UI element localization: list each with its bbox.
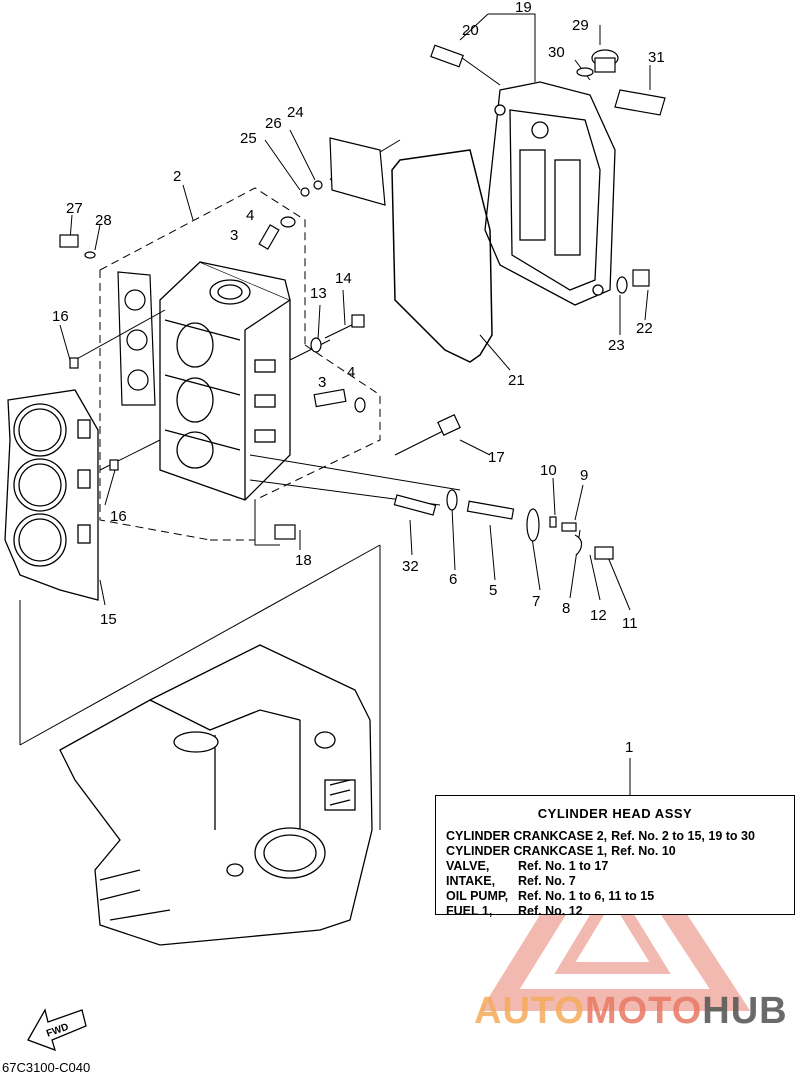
callout-21: 21 — [508, 372, 525, 389]
callout-9: 9 — [580, 467, 588, 484]
callout-30: 30 — [548, 44, 565, 61]
callout-12: 12 — [590, 607, 607, 624]
callout-16a: 16 — [52, 308, 69, 325]
watermark-part-hub: HUB — [702, 990, 788, 1032]
callout-17: 17 — [488, 449, 505, 466]
callout-3b: 3 — [318, 374, 326, 391]
info-row: CYLINDER CRANKCASE 2, Ref. No. 2 to 15, … — [446, 829, 794, 844]
cylinder-head-part — [159, 261, 291, 501]
callout-16b: 16 — [110, 508, 127, 525]
info-row-value: Ref. No. 1 to 6, 11 to 15 — [518, 889, 655, 903]
callout-31: 31 — [648, 49, 665, 66]
head-cover-part — [484, 81, 616, 306]
diagram-code: 67C3100-C040 — [2, 1060, 91, 1075]
callout-1: 1 — [625, 739, 633, 756]
info-row: INTAKE, Ref. No. 7 — [446, 874, 794, 889]
info-row-value: Ref. No. 2 to 15, 19 to 30 — [611, 829, 755, 843]
info-row-value: Ref. No. 12 — [518, 904, 583, 918]
callout-20: 20 — [462, 22, 479, 39]
crankcase-block — [59, 644, 373, 946]
callout-10: 10 — [540, 462, 557, 479]
callout-32: 32 — [402, 558, 419, 575]
info-box-title: CYLINDER HEAD ASSY — [537, 806, 693, 821]
callout-26: 26 — [265, 115, 282, 132]
callout-4b: 4 — [347, 364, 355, 381]
callout-25: 25 — [240, 130, 257, 147]
callout-7: 7 — [532, 593, 540, 610]
small-parts — [59, 44, 666, 560]
manifold-gasket — [117, 271, 156, 406]
info-row-key: CYLINDER CRANKCASE 1, — [446, 844, 608, 858]
info-row: VALVE, Ref. No. 1 to 17 — [446, 859, 794, 874]
info-row: FUEL 1, Ref. No. 12 — [446, 904, 794, 919]
callout-6: 6 — [449, 571, 457, 588]
callout-3a: 3 — [230, 227, 238, 244]
callout-8: 8 — [562, 600, 570, 617]
cylinder-head-assy-box: CYLINDER HEAD ASSY CYLINDER CRANKCASE 2,… — [435, 795, 795, 918]
cover-gasket-part — [391, 149, 493, 363]
callout-22: 22 — [636, 320, 653, 337]
leader-lines — [19, 13, 651, 830]
callout-5: 5 — [489, 582, 497, 599]
callout-13: 13 — [310, 285, 327, 302]
group-outline-2 — [99, 187, 381, 541]
info-row-value: Ref. No. 10 — [611, 844, 676, 858]
callout-19: 19 — [515, 0, 532, 16]
info-row-key: FUEL 1, — [446, 904, 493, 918]
fwd-arrow-icon — [27, 1008, 87, 1052]
watermark-part-auto: AUTO — [474, 990, 585, 1032]
watermark-text: AUTOMOTOHUB — [474, 990, 788, 1033]
info-row-key: INTAKE, — [446, 874, 496, 888]
callout-23: 23 — [608, 337, 625, 354]
info-row-key: OIL PUMP, — [446, 889, 509, 903]
callout-15: 15 — [100, 611, 117, 628]
callout-4a: 4 — [246, 207, 254, 224]
info-row: OIL PUMP, Ref. No. 1 to 6, 11 to 15 — [446, 889, 794, 904]
callout-29: 29 — [572, 17, 589, 34]
callout-24: 24 — [287, 104, 304, 121]
info-row-value: Ref. No. 1 to 17 — [518, 859, 609, 873]
callout-2: 2 — [173, 168, 181, 185]
callout-14: 14 — [335, 270, 352, 287]
info-row-value: Ref. No. 7 — [518, 874, 576, 888]
callout-numbers: 19 20 29 30 31 24 26 25 2 27 28 4 3 14 1… — [52, 0, 665, 756]
info-row-key: VALVE, — [446, 859, 490, 873]
callout-28: 28 — [95, 212, 112, 229]
callout-27: 27 — [66, 200, 83, 217]
callout-11: 11 — [622, 615, 638, 632]
info-row-key: CYLINDER CRANKCASE 2, — [446, 829, 608, 843]
watermark-part-moto: MOTO — [584, 990, 703, 1032]
info-box-rows: CYLINDER CRANKCASE 2, Ref. No. 2 to 15, … — [446, 829, 794, 919]
info-row: CYLINDER CRANKCASE 1, Ref. No. 10 — [446, 844, 794, 859]
head-gasket-part — [4, 389, 99, 601]
callout-18: 18 — [295, 552, 312, 569]
